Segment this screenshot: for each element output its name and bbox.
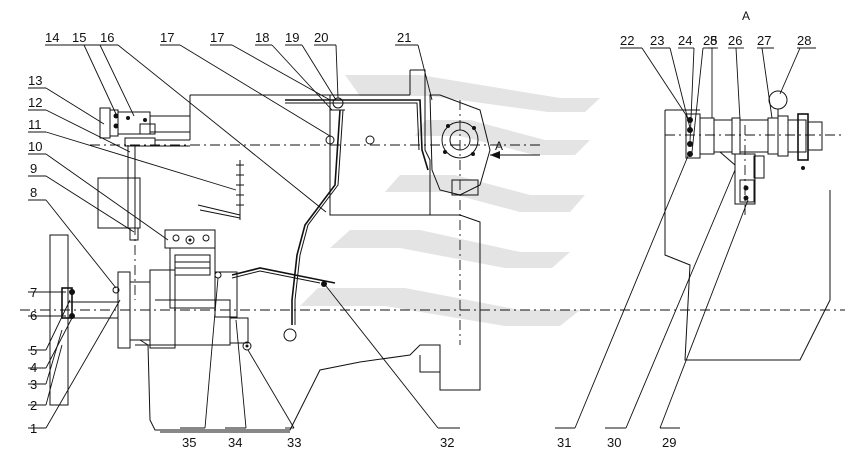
- callout-10: 10: [28, 139, 42, 154]
- callout-1: 1: [30, 421, 37, 436]
- fan-assembly: [49, 234, 176, 406]
- callout-18: 18: [255, 30, 269, 45]
- view-a: [664, 90, 831, 361]
- callout-32: 32: [440, 435, 454, 450]
- callout-4: 4: [30, 360, 37, 375]
- callout-2: 2: [30, 398, 37, 413]
- engine-block: [135, 69, 481, 433]
- callout-labels: 14 15 16 17 17 18 19 20 21 22 23 24 25 8…: [28, 30, 811, 450]
- callout-16: 16: [100, 30, 114, 45]
- callout-19: 19: [285, 30, 299, 45]
- top-actuator: [99, 107, 191, 147]
- callout-8: 8: [30, 185, 37, 200]
- section-arrow-label: A: [495, 139, 503, 153]
- view-label: A: [742, 9, 750, 23]
- callout-9: 9: [30, 161, 37, 176]
- pipes: [214, 97, 429, 342]
- callout-20: 20: [314, 30, 328, 45]
- watermark-emblem: [300, 75, 600, 326]
- brackets-and-rods: [97, 145, 252, 351]
- callout-24: 24: [678, 33, 692, 48]
- callout-11: 11: [28, 117, 42, 132]
- callout-7: 7: [30, 285, 37, 300]
- air-compressor: [164, 229, 238, 318]
- callout-13: 13: [28, 73, 42, 88]
- callout-25: 25: [703, 33, 717, 48]
- leader-lines: [28, 44, 816, 429]
- callout-26: 26: [728, 33, 742, 48]
- callout-34: 34: [228, 435, 242, 450]
- section-arrow: [490, 151, 540, 159]
- callout-23: 23: [650, 33, 664, 48]
- callout-22: 22: [620, 33, 634, 48]
- callout-3: 3: [30, 377, 37, 392]
- callout-29: 29: [662, 435, 676, 450]
- callout-21: 21: [397, 30, 411, 45]
- callout-15: 15: [72, 30, 86, 45]
- callout-17a: 17: [160, 30, 174, 45]
- callout-14: 14: [45, 30, 59, 45]
- callout-33: 33: [287, 435, 301, 450]
- callout-8-view-a: 8: [710, 33, 717, 48]
- callout-6: 6: [30, 308, 37, 323]
- center-lines: [20, 100, 845, 345]
- callout-35: 35: [182, 435, 196, 450]
- pto-housing: [429, 94, 491, 196]
- callout-17b: 17: [210, 30, 224, 45]
- callout-27: 27: [757, 33, 771, 48]
- callout-12: 12: [28, 95, 42, 110]
- callout-28: 28: [797, 33, 811, 48]
- callout-5: 5: [30, 343, 37, 358]
- callout-31: 31: [557, 435, 571, 450]
- callout-30: 30: [607, 435, 621, 450]
